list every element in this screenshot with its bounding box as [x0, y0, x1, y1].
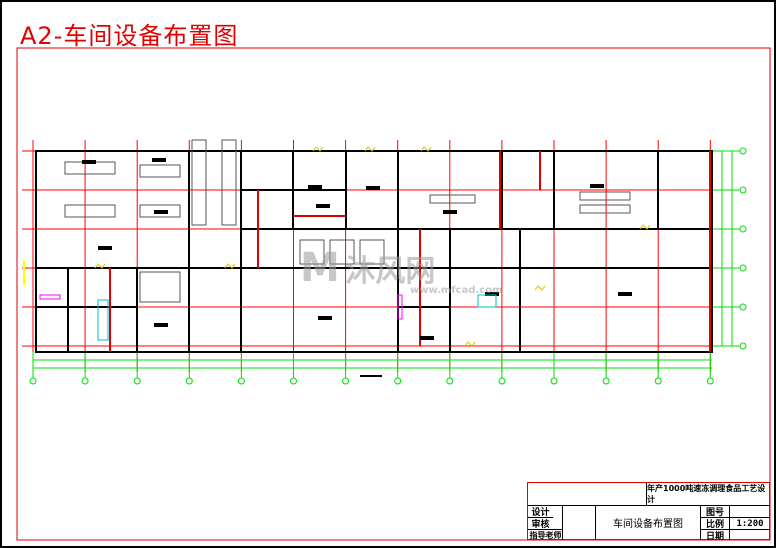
drawing-no-value — [729, 505, 770, 517]
divider — [528, 505, 770, 506]
axis-bubble — [739, 303, 747, 311]
axis-bubble — [446, 377, 454, 385]
room-label — [154, 323, 168, 327]
fixture — [39, 294, 61, 300]
door-swing — [224, 263, 236, 269]
equipment — [359, 239, 385, 265]
label-drawing-no: 图号 — [700, 505, 729, 518]
room-label — [590, 184, 604, 188]
equipment — [191, 139, 207, 226]
door-swing — [639, 224, 651, 230]
axis-bubble — [394, 377, 402, 385]
room-label — [318, 316, 332, 320]
equipment — [579, 204, 631, 214]
label-advisor: 指导老师 — [528, 529, 563, 540]
equipment — [579, 191, 631, 201]
axis-bubble — [739, 186, 747, 194]
label-date: 日期 — [700, 529, 729, 542]
room-label — [316, 204, 330, 208]
axis-bubble — [29, 377, 37, 385]
exterior-wall — [35, 150, 713, 353]
label-review: 审核 — [528, 517, 553, 530]
room-label — [366, 186, 380, 190]
fixture — [477, 294, 497, 308]
watermark-brand: 沐风网 — [345, 254, 436, 289]
equipment — [139, 271, 181, 303]
drawing-frame — [16, 47, 771, 541]
room-label — [485, 292, 499, 296]
fixture — [397, 294, 403, 320]
axis-bubble — [739, 264, 747, 272]
project-name: 年产1000吨速冻调理食品工艺设计 — [646, 483, 770, 505]
axis-bubble — [706, 377, 714, 385]
fixture — [97, 299, 109, 341]
axis-bubble — [739, 342, 747, 350]
signature-cells — [562, 505, 596, 540]
equipment — [221, 139, 237, 226]
watermark-url: www.mfcad.com — [410, 285, 503, 296]
door-swing — [534, 285, 546, 291]
axis-bubble — [237, 377, 245, 385]
door-swing — [464, 341, 476, 347]
room-label — [98, 246, 112, 250]
axis-bubble — [739, 225, 747, 233]
date-value — [729, 529, 770, 540]
equipment — [299, 239, 325, 265]
room-label — [152, 158, 166, 162]
axis-bubble — [550, 377, 558, 385]
axis-bubble — [133, 377, 141, 385]
axis-bubble — [81, 377, 89, 385]
equipment — [64, 204, 116, 218]
equipment — [429, 194, 476, 204]
watermark: M 沐风网 www.mfcad.com — [300, 245, 503, 296]
axis-bubble — [342, 377, 350, 385]
room-label — [618, 292, 632, 296]
scale-value: 1:200 — [729, 517, 770, 529]
room-label — [82, 160, 96, 164]
room-label — [420, 336, 434, 340]
door-swing — [312, 146, 324, 152]
label-design: 设计 — [531, 507, 550, 518]
room-label — [308, 185, 322, 189]
equipment — [329, 239, 355, 265]
axis-bubble — [602, 377, 610, 385]
drawing-title: A2-车间设备布置图 — [20, 22, 239, 50]
room-label — [443, 210, 457, 214]
axis-bubble — [654, 377, 662, 385]
label-scale: 比例 — [700, 517, 729, 530]
drawing-name: 车间设备布置图 — [613, 519, 683, 530]
equipment — [139, 204, 181, 218]
title-block: 年产1000吨速冻调理食品工艺设计 设计 审核 指导老师 车间设备布置图 图号 … — [527, 482, 770, 542]
watermark-logo-icon: M — [300, 245, 340, 291]
door-swing — [364, 146, 376, 152]
door-swing — [94, 263, 106, 269]
door-swing — [420, 146, 432, 152]
axis-bubble — [739, 147, 747, 155]
plan-layout — [22, 139, 747, 385]
room-label — [154, 210, 168, 214]
equipment — [139, 164, 181, 178]
axis-bubble — [498, 377, 506, 385]
axis-bubble — [290, 377, 297, 385]
axis-bubble — [185, 377, 193, 385]
